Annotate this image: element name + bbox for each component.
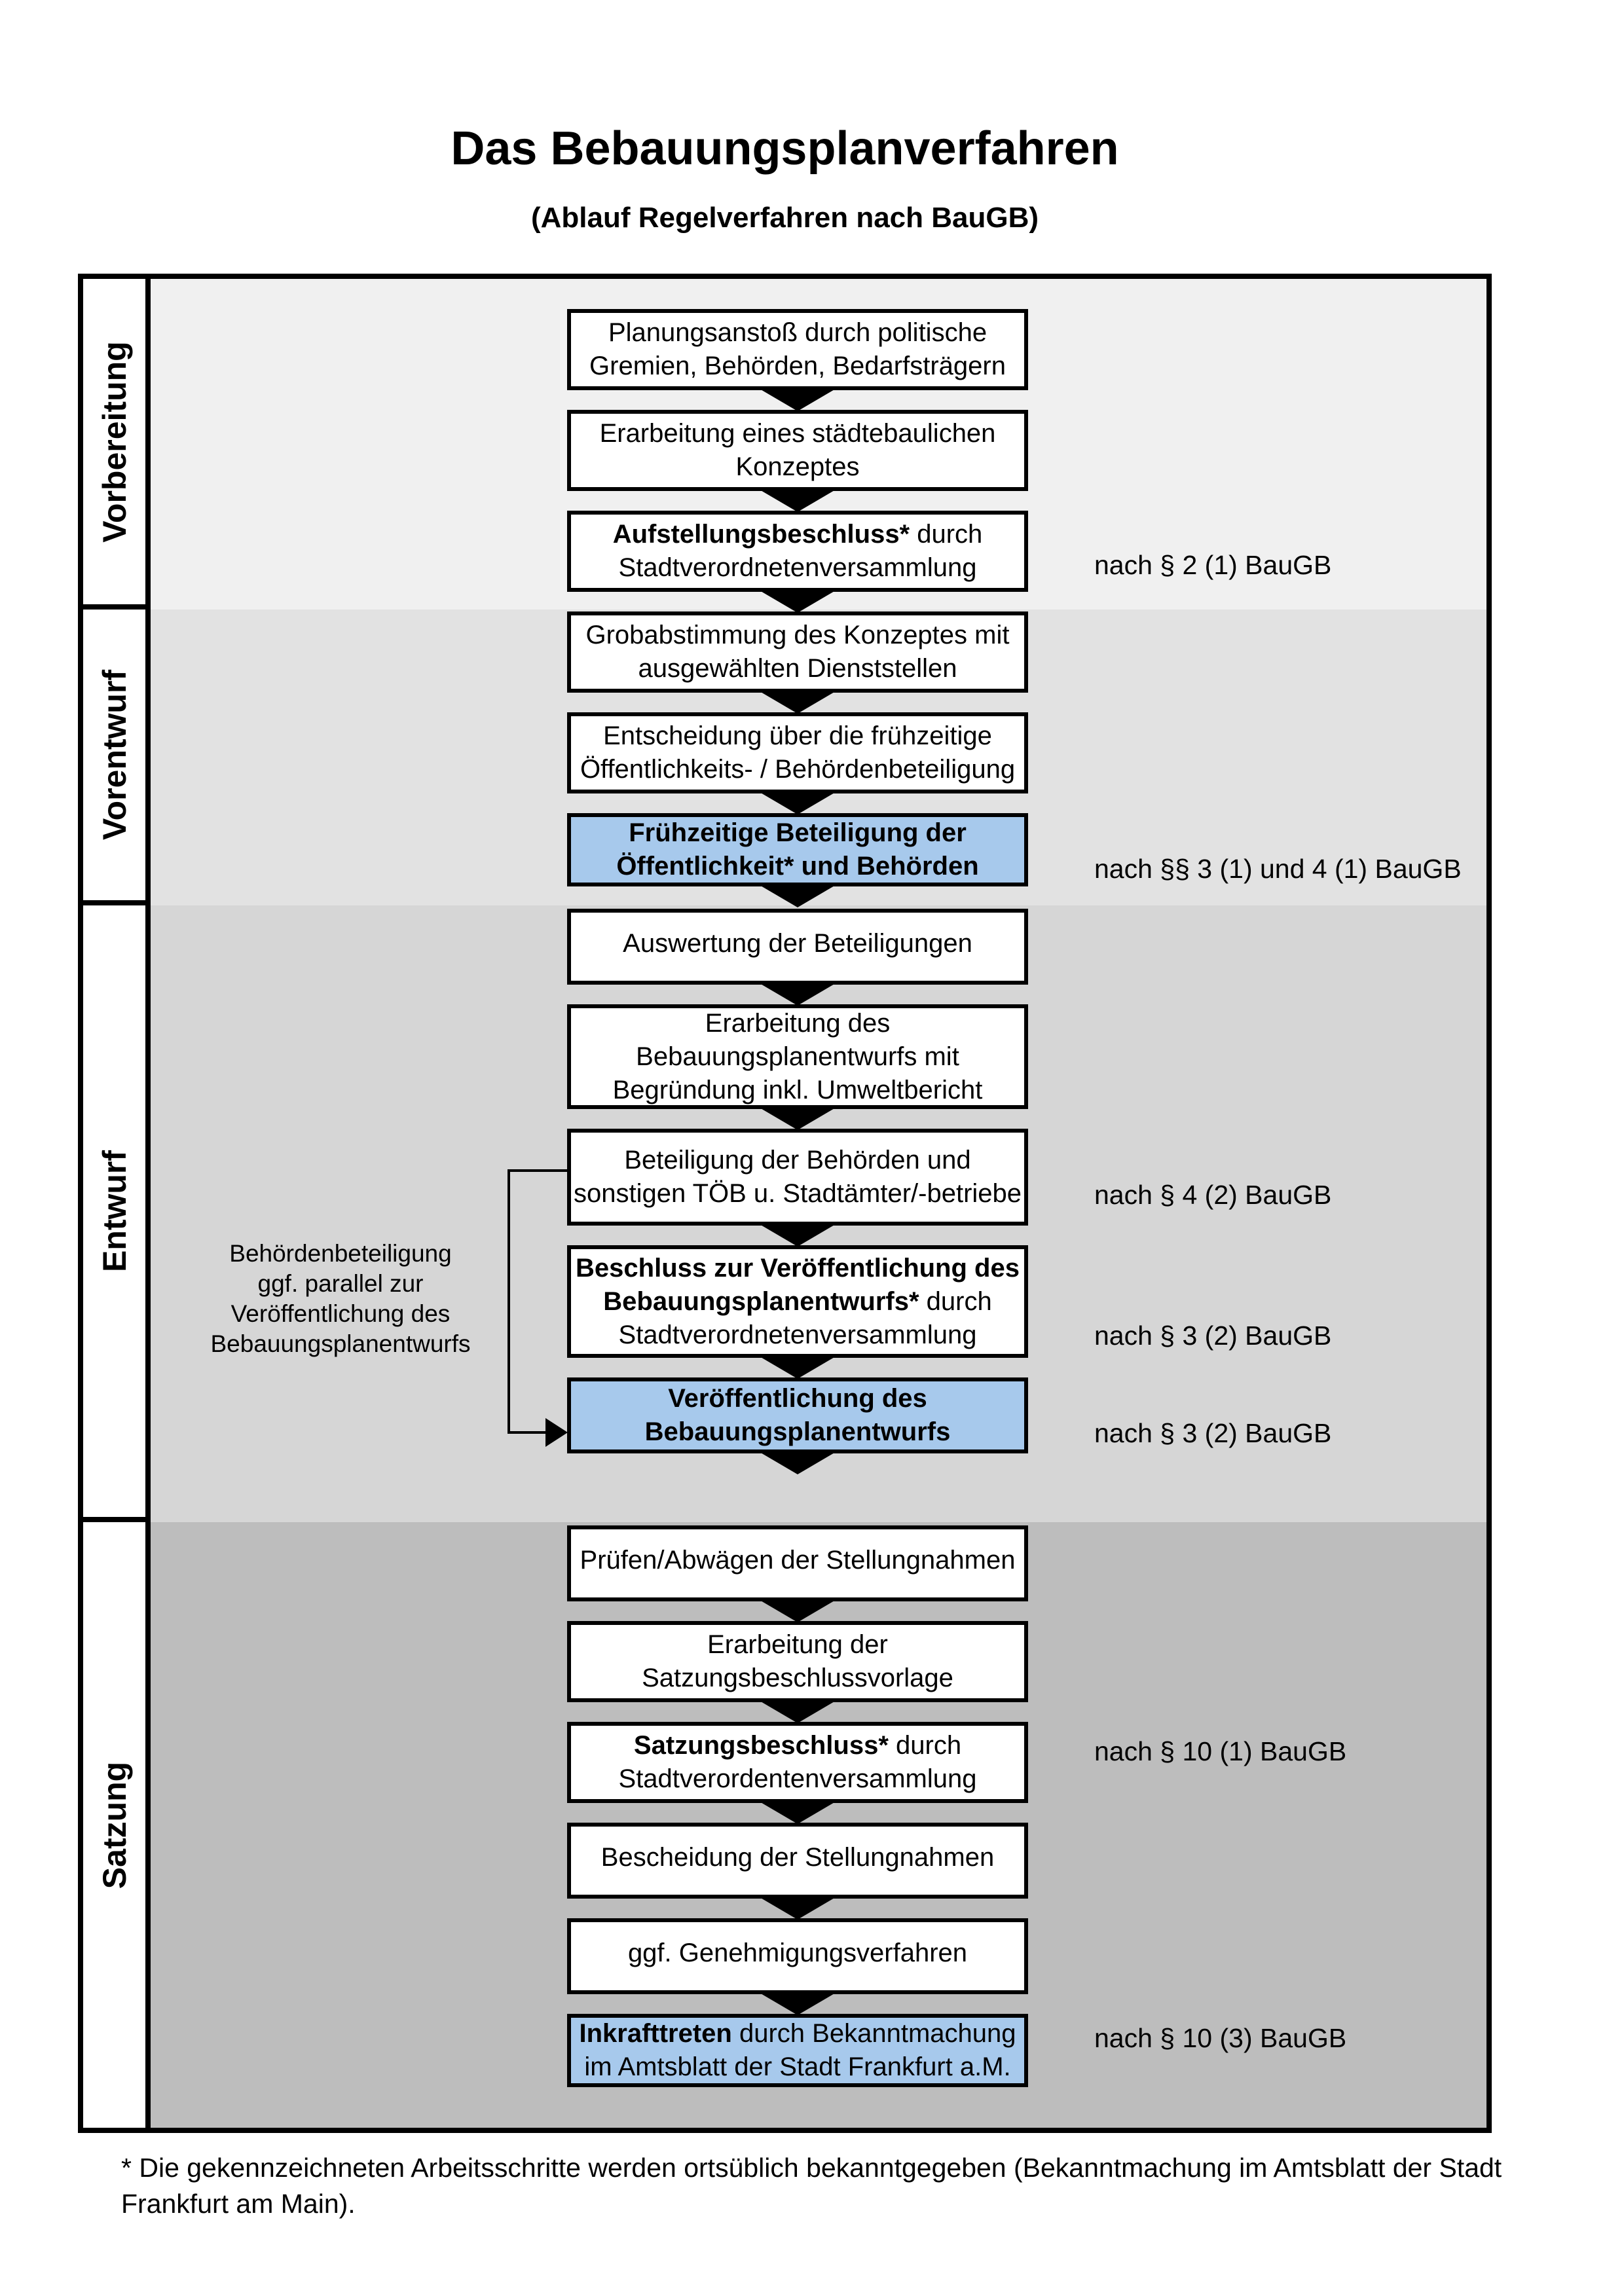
arrow-down-icon xyxy=(760,591,836,613)
flow-box-text-line: im Amtsblatt der Stadt Frankfurt a.M. xyxy=(584,2052,1011,2081)
flow-box-text-line: Bebauungsplanentwurfs mit xyxy=(636,1042,959,1071)
flow-box-text-line: Beteiligung der Behörden und xyxy=(624,1146,971,1175)
flow-box-text-line: Erarbeitung des xyxy=(705,1008,891,1038)
legal-reference: nach § 3 (2) BauGB xyxy=(1094,1321,1332,1351)
parallel-connector-vertical-line xyxy=(507,1169,510,1432)
legal-reference: nach § 2 (1) BauGB xyxy=(1094,550,1332,580)
arrow-down-icon xyxy=(760,1802,836,1824)
flow-box-text-line: Aufstellungsbeschluss* durch xyxy=(612,520,983,549)
arrow-down-icon xyxy=(760,1108,836,1130)
flow-box-17: Inkrafttreten durch Bekanntmachung im Amt… xyxy=(567,2014,1028,2087)
flow-box-12: Prüfen/Abwägen der Stellungnahmen xyxy=(567,1525,1028,1601)
flow-box-text-line: Konzeptes xyxy=(735,452,860,481)
flow-box-text-line: Stadtverordnetenversammlung xyxy=(618,1320,977,1349)
flow-box-text-line: Bebauungsplanentwurfs* durch xyxy=(603,1286,992,1316)
phase-label-cell-vorbereitung: Vorbereitung xyxy=(83,279,151,610)
flow-box-text-line: sonstigen TÖB u. Stadtämter/-betriebe xyxy=(573,1179,1022,1208)
flow-box-text-line: Beschluss zur Veröffentlichung des xyxy=(576,1253,1020,1283)
arrow-down-icon xyxy=(760,490,836,512)
phase-label-cell-vorentwurf: Vorentwurf xyxy=(83,610,151,905)
arrow-down-icon xyxy=(760,1452,836,1474)
flow-box-text-line: Stadtverordentenversammlung xyxy=(618,1764,977,1793)
phase-label-cell-satzung: Satzung xyxy=(83,1522,151,2128)
flow-box-text-line: ggf. Genehmigungsverfahren xyxy=(627,1939,968,1967)
flow-box-text-line: Planungsanstoß durch politische xyxy=(608,318,987,347)
parallel-note-line: Behördenbeteiligung xyxy=(229,1240,452,1267)
flow-box-15: Bescheidung der Stellungnahmen xyxy=(567,1823,1028,1899)
flow-box-text-line: Bebauungsplanentwurfs xyxy=(644,1417,951,1446)
arrow-down-icon xyxy=(760,1701,836,1723)
arrow-down-icon xyxy=(760,885,836,907)
flow-box-text-line: Grobabstimmung des Konzeptes mit xyxy=(585,621,1010,649)
arrow-down-icon xyxy=(760,1357,836,1379)
flow-box-text-line: Entscheidung über die frühzeitige xyxy=(603,721,992,750)
flow-box-text-line: Stadtverordnetenversammlung xyxy=(618,553,977,582)
legal-reference: nach § 10 (1) BauGB xyxy=(1094,1736,1347,1766)
phase-label-cell-entwurf: Entwurf xyxy=(83,905,151,1522)
flow-box-text-line: Prüfen/Abwägen der Stellungnahmen xyxy=(580,1546,1016,1575)
arrow-down-icon xyxy=(760,1224,836,1247)
arrow-down-icon xyxy=(760,1897,836,1920)
flow-box-text-line: Frühzeitige Beteiligung der xyxy=(629,818,967,847)
parallel-note-line: Veröffentlichung des xyxy=(231,1300,451,1327)
page-subtitle: (Ablauf Regelverfahren nach BauGB) xyxy=(530,202,1039,234)
phase-label: Satzung xyxy=(96,1761,133,1889)
arrow-right-icon xyxy=(545,1418,568,1447)
parallel-note-line: Bebauungsplanentwurfs xyxy=(210,1330,471,1357)
arrow-down-icon xyxy=(760,1600,836,1622)
flow-box-text-line: Satzungsbeschlussvorlage xyxy=(642,1664,953,1692)
flow-box-text-line: ausgewählten Dienststellen xyxy=(638,654,957,683)
arrow-down-icon xyxy=(760,389,836,411)
footnote: * Die gekennzeichneten Arbeitsschritte w… xyxy=(121,2153,1502,2219)
parallel-note-line: ggf. parallel zur xyxy=(257,1270,424,1297)
flow-box-text-line: Satzungsbeschluss* durch xyxy=(633,1731,962,1760)
legal-reference: nach § 3 (2) BauGB xyxy=(1094,1418,1332,1448)
flow-box-text-line: Erarbeitung der xyxy=(707,1630,888,1659)
flow-box-text-line: Veröffentlichung des xyxy=(668,1384,927,1413)
legal-reference: nach §§ 3 (1) und 4 (1) BauGB xyxy=(1094,854,1462,884)
flow-box-text-line: Öffentlichkeits- / Behördenbeteiligung xyxy=(580,755,1016,784)
flow-box-text-line: Erarbeitung eines städtebaulichen xyxy=(599,419,996,448)
arrow-down-icon xyxy=(760,691,836,714)
parallel-connector-top-line xyxy=(507,1169,567,1172)
page-title: Das Bebauungsplanverfahren xyxy=(451,122,1119,175)
flow-box-text-line: Bescheidung der Stellungnahmen xyxy=(600,1843,995,1872)
flow-box-text-line: Auswertung der Beteiligungen xyxy=(623,929,972,958)
phase-label: Vorbereitung xyxy=(96,340,133,543)
flow-box-text-line: Inkrafttreten durch Bekanntmachung xyxy=(579,2019,1016,2048)
flow-box-4: Grobabstimmung des Konzeptes mit ausgewäh… xyxy=(567,611,1028,693)
flow-box-16: ggf. Genehmigungsverfahren xyxy=(567,1918,1028,1994)
legal-reference: nach § 10 (3) BauGB xyxy=(1094,2023,1347,2053)
phase-label: Vorentwurf xyxy=(96,669,133,841)
parallel-connector-bottom-line xyxy=(507,1431,548,1434)
flow-box-text-line: Begründung inkl. Umweltbericht xyxy=(612,1075,983,1104)
phase-label: Entwurf xyxy=(96,1150,133,1273)
arrow-down-icon xyxy=(760,1993,836,2015)
flow-box-text-line: Öffentlichkeit* und Behörden xyxy=(616,852,979,881)
legal-reference: nach § 4 (2) BauGB xyxy=(1094,1180,1332,1210)
arrow-down-icon xyxy=(760,983,836,1006)
flow-box-9: Beteiligung der Behörden und sonstigen TÖ… xyxy=(567,1129,1028,1226)
arrow-down-icon xyxy=(760,792,836,814)
flow-box-text-line: Gremien, Behörden, Bedarfsträgern xyxy=(589,352,1006,380)
flow-box-7: Auswertung der Beteiligungen xyxy=(567,909,1028,985)
